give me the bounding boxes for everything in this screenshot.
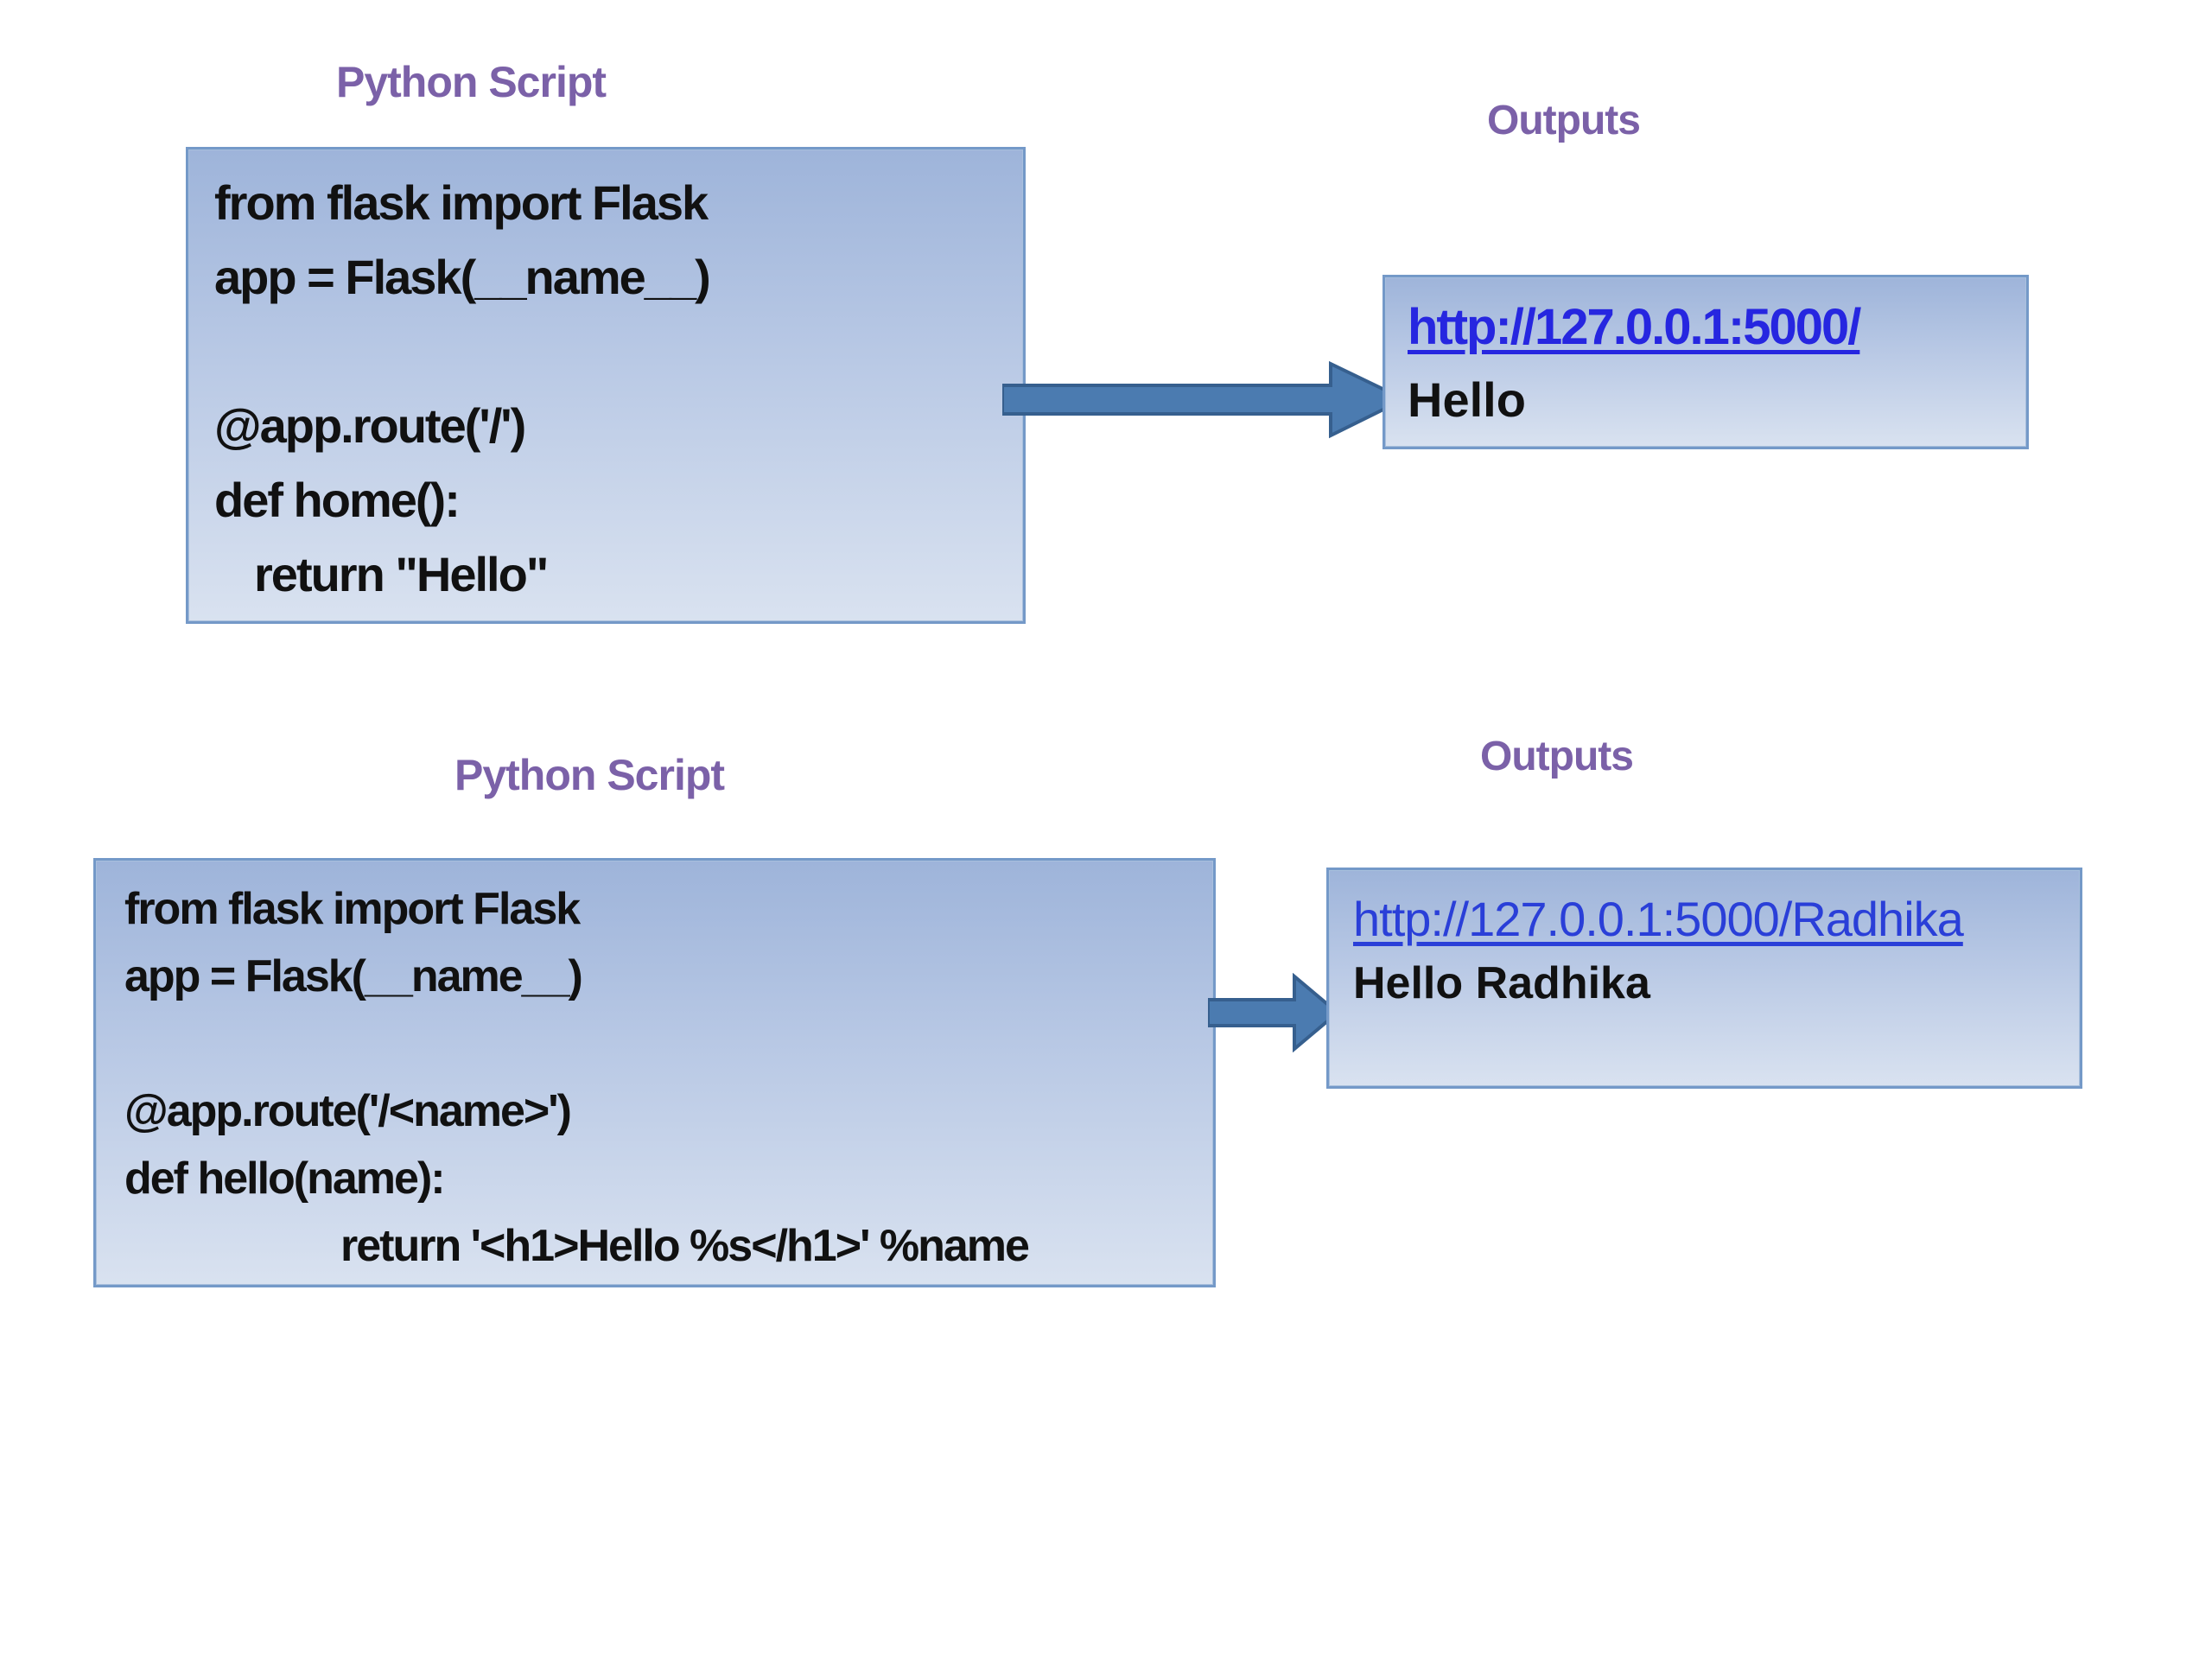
code-line: return "Hello" [254, 547, 549, 601]
python-script-title-2: Python Script [454, 751, 725, 799]
output-url-link-1[interactable]: http://127.0.0.1:5000/ [1408, 299, 1861, 355]
code-line-blank [214, 315, 1014, 389]
python-code-box-2: from flask import Flask app = Flask(__na… [93, 858, 1216, 1287]
output-result-2: Hello Radhika [1353, 958, 1650, 1008]
code-line: from flask import Flask [124, 884, 581, 934]
output-box-2: http://127.0.0.1:5000/Radhika Hello Radh… [1326, 868, 2082, 1089]
code-line: app = Flask(__name__) [214, 250, 711, 304]
code-line: def home(): [214, 473, 461, 527]
arrow-right-icon [1002, 360, 1408, 439]
code-line: @app.route('/<name>') [124, 1086, 572, 1136]
python-code-box-1: from flask import Flask app = Flask(__na… [186, 147, 1026, 624]
outputs-title-1: Outputs [1487, 98, 1641, 143]
output-result-1: Hello [1408, 372, 1526, 427]
arrow-right-icon [1208, 973, 1341, 1052]
code-line: @app.route('/') [214, 398, 526, 453]
code-line: from flask import Flask [214, 175, 709, 230]
output-box-1: http://127.0.0.1:5000/ Hello [1382, 275, 2029, 449]
code-line: app = Flask(__name__) [124, 951, 583, 1001]
output-url-link-2[interactable]: http://127.0.0.1:5000/Radhika [1353, 892, 1964, 946]
code-line-blank [124, 1010, 1205, 1077]
code-line: return '<h1>Hello %s</h1>' %name [340, 1221, 1030, 1271]
outputs-title-2: Outputs [1480, 734, 1634, 779]
python-script-title-1: Python Script [336, 58, 607, 106]
code-line: def hello(name): [124, 1154, 446, 1204]
